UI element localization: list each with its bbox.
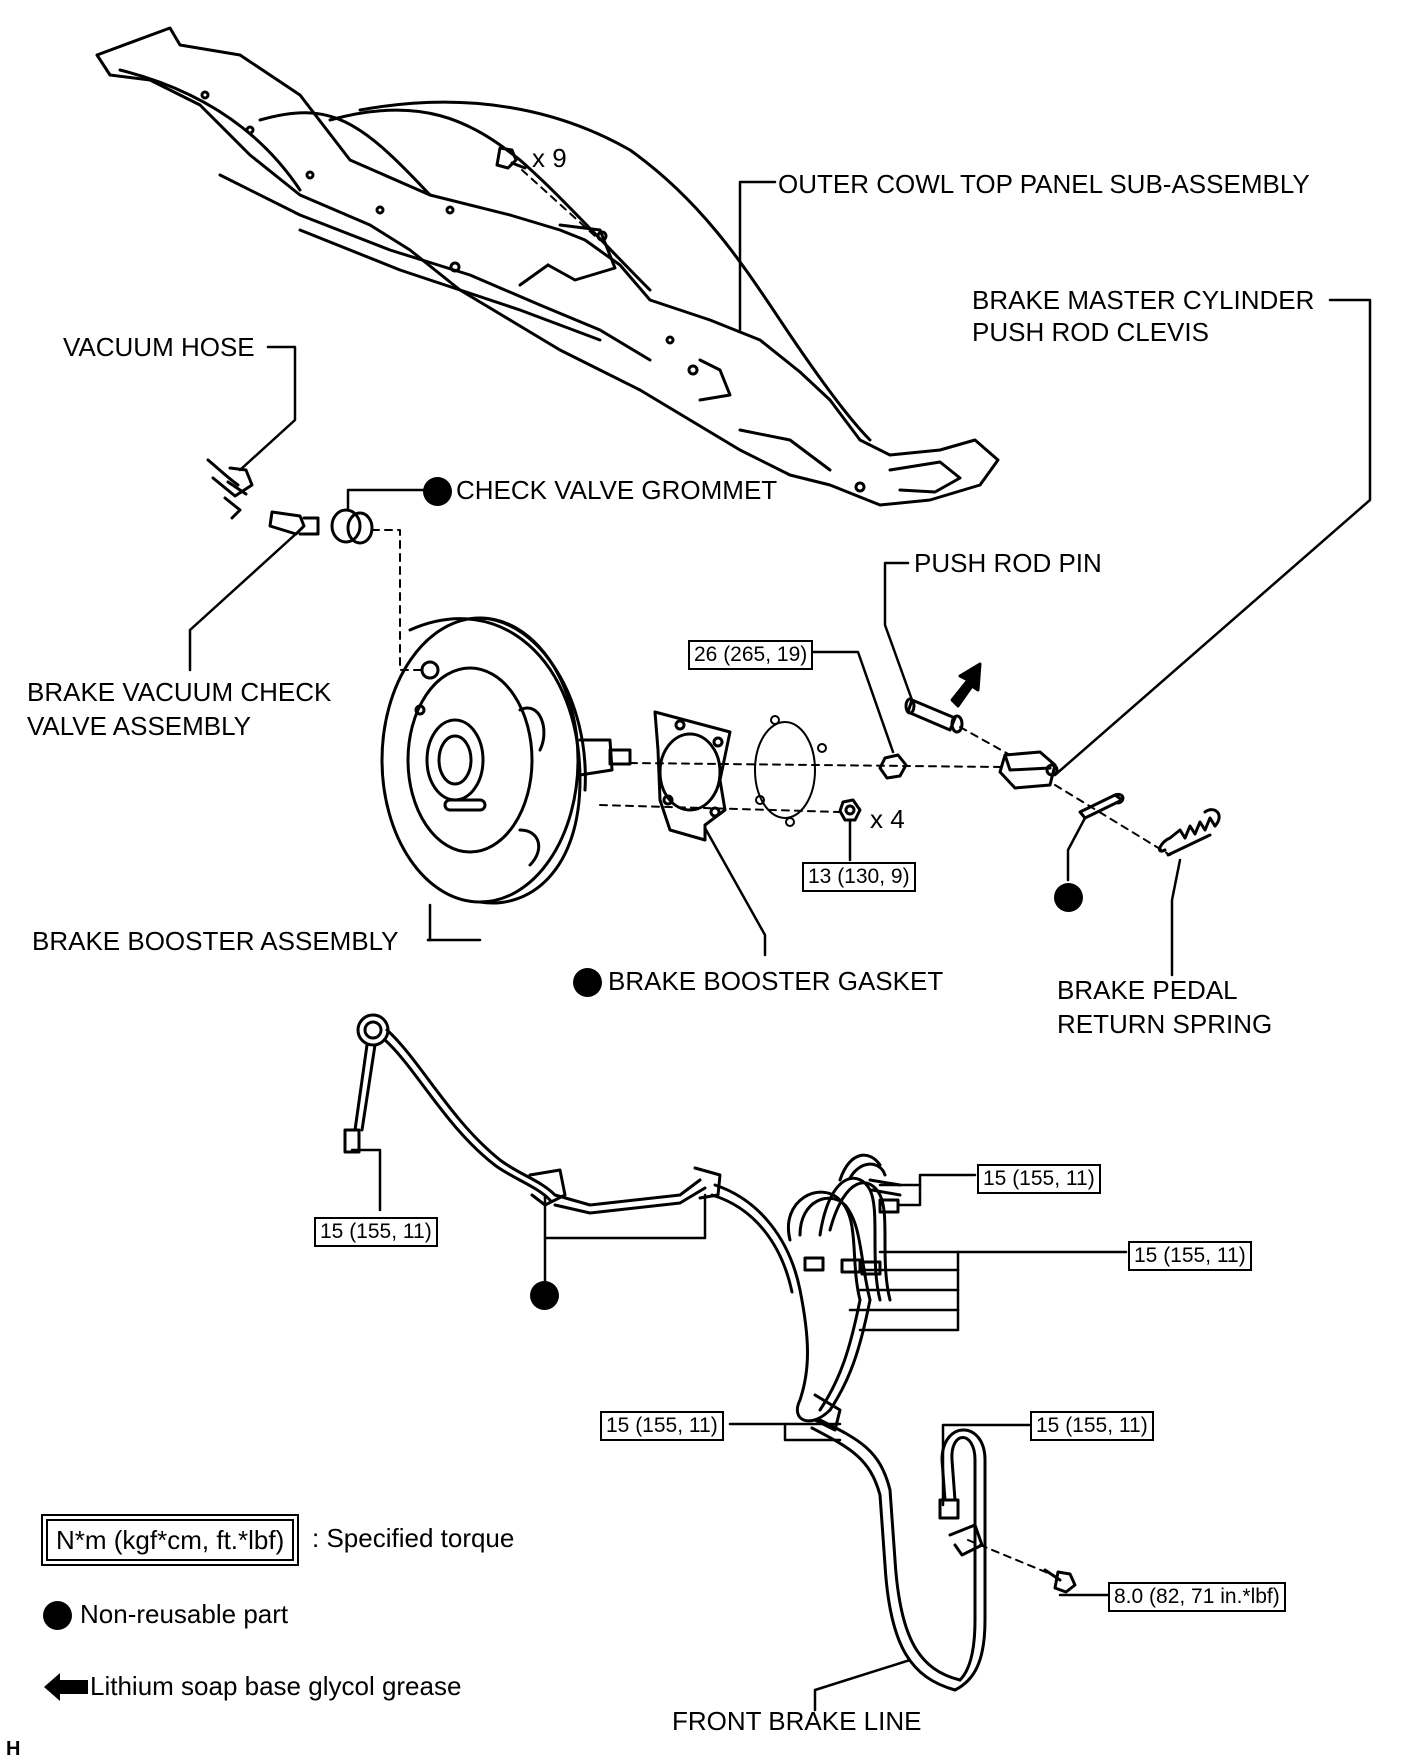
vacuum-hose — [206, 458, 254, 520]
brake-line-bolt-icon — [1043, 1568, 1077, 1594]
label-clevis-line2: PUSH ROD CLEVIS — [972, 317, 1209, 347]
qty-nuts-booster: x 4 — [870, 804, 905, 834]
leader-clevis — [1053, 298, 1372, 777]
cowl-bolt-icon — [495, 146, 596, 237]
non-reusable-dot-gasket — [573, 968, 602, 997]
grease-arrow-icon — [950, 662, 982, 708]
leader-booster — [426, 903, 432, 942]
torque-booster-upper: 26 (265, 19) — [688, 640, 814, 670]
clevis-clip — [1078, 792, 1125, 820]
outer-cowl-top-panel — [95, 26, 1000, 507]
torque-line-bottom-left: 15 (155, 11) — [600, 1411, 724, 1441]
torque-line-right: 15 (155, 11) — [1128, 1241, 1252, 1271]
leader-vacuum-hose — [238, 345, 297, 472]
non-reusable-dot-clip — [1054, 883, 1083, 912]
push-rod-clevis — [998, 750, 1059, 790]
label-return-spring-line1: BRAKE PEDAL — [1057, 975, 1238, 1005]
label-check-valve-grommet: CHECK VALVE GROMMET — [456, 475, 778, 505]
brake-booster-gasket — [653, 710, 732, 842]
torque-line-left: 15 (155, 11) — [314, 1217, 438, 1247]
torque-line-bottom-right: 15 (155, 11) — [1030, 1411, 1154, 1441]
return-spring — [1158, 808, 1221, 857]
label-check-valve-line1: BRAKE VACUUM CHECK — [27, 677, 332, 707]
label-booster-gasket: BRAKE BOOSTER GASKET — [608, 966, 944, 996]
torque-line-top: 15 (155, 11) — [977, 1164, 1101, 1194]
front-brake-line — [343, 1013, 987, 1692]
booster-nut — [838, 798, 862, 822]
leader-torque-26 — [808, 650, 895, 754]
leader-torque-line-bottom-right — [941, 1423, 1034, 1507]
leader-gasket — [703, 826, 767, 957]
leader-outer-cowl — [738, 180, 777, 332]
clevis-nut — [878, 753, 908, 780]
check-valve-grommet — [330, 508, 374, 545]
leader-push-rod-pin — [883, 561, 914, 702]
check-valve — [268, 510, 320, 536]
push-rod-pin — [904, 697, 964, 734]
non-reusable-dot-clamp — [530, 1281, 559, 1310]
label-push-rod-pin: PUSH ROD PIN — [914, 548, 1102, 578]
label-front-brake-line: FRONT BRAKE LINE — [672, 1706, 922, 1736]
leader-clip — [1066, 816, 1087, 882]
leader-torque-line-left — [350, 1148, 382, 1212]
booster-mount-plate — [754, 715, 827, 827]
label-clevis-line1: BRAKE MASTER CYLINDER — [972, 285, 1315, 315]
torque-booster-lower: 13 (130, 9) — [802, 862, 916, 892]
leader-clamp-dot — [543, 1193, 707, 1240]
label-booster: BRAKE BOOSTER ASSEMBLY — [32, 926, 399, 956]
label-outer-cowl: OUTER COWL TOP PANEL SUB-ASSEMBLY — [778, 169, 1310, 199]
legend-non-reusable-text: Non-reusable part — [80, 1599, 289, 1629]
leader-check-valve — [188, 530, 300, 672]
brake-booster — [380, 616, 632, 905]
corner-marker: H — [6, 1738, 21, 1760]
qty-bolts-top: x 9 — [532, 143, 567, 173]
legend-non-reusable-dot — [43, 1601, 72, 1630]
legend-torque-text: : Specified torque — [312, 1523, 515, 1553]
legend-grease-text: Lithium soap base glycol grease — [90, 1671, 462, 1701]
leader-return-spring — [1170, 858, 1182, 977]
label-vacuum-hose: VACUUM HOSE — [63, 332, 255, 362]
label-check-valve-line2: VALVE ASSEMBLY — [27, 711, 251, 741]
torque-line-bolt: 8.0 (82, 71 in.*lbf) — [1108, 1582, 1286, 1612]
legend-grease-arrow-icon — [44, 1673, 88, 1701]
label-return-spring-line2: RETURN SPRING — [1057, 1009, 1273, 1039]
leader-front-brake-line — [813, 1658, 912, 1712]
legend-torque-box: N*m (kgf*cm, ft.*lbf) — [46, 1519, 295, 1561]
leader-grommet — [346, 488, 430, 510]
non-reusable-dot-grommet — [423, 477, 452, 506]
leader-torque-line-top — [896, 1173, 977, 1207]
leader-torque-line-bottom-left — [728, 1422, 842, 1442]
